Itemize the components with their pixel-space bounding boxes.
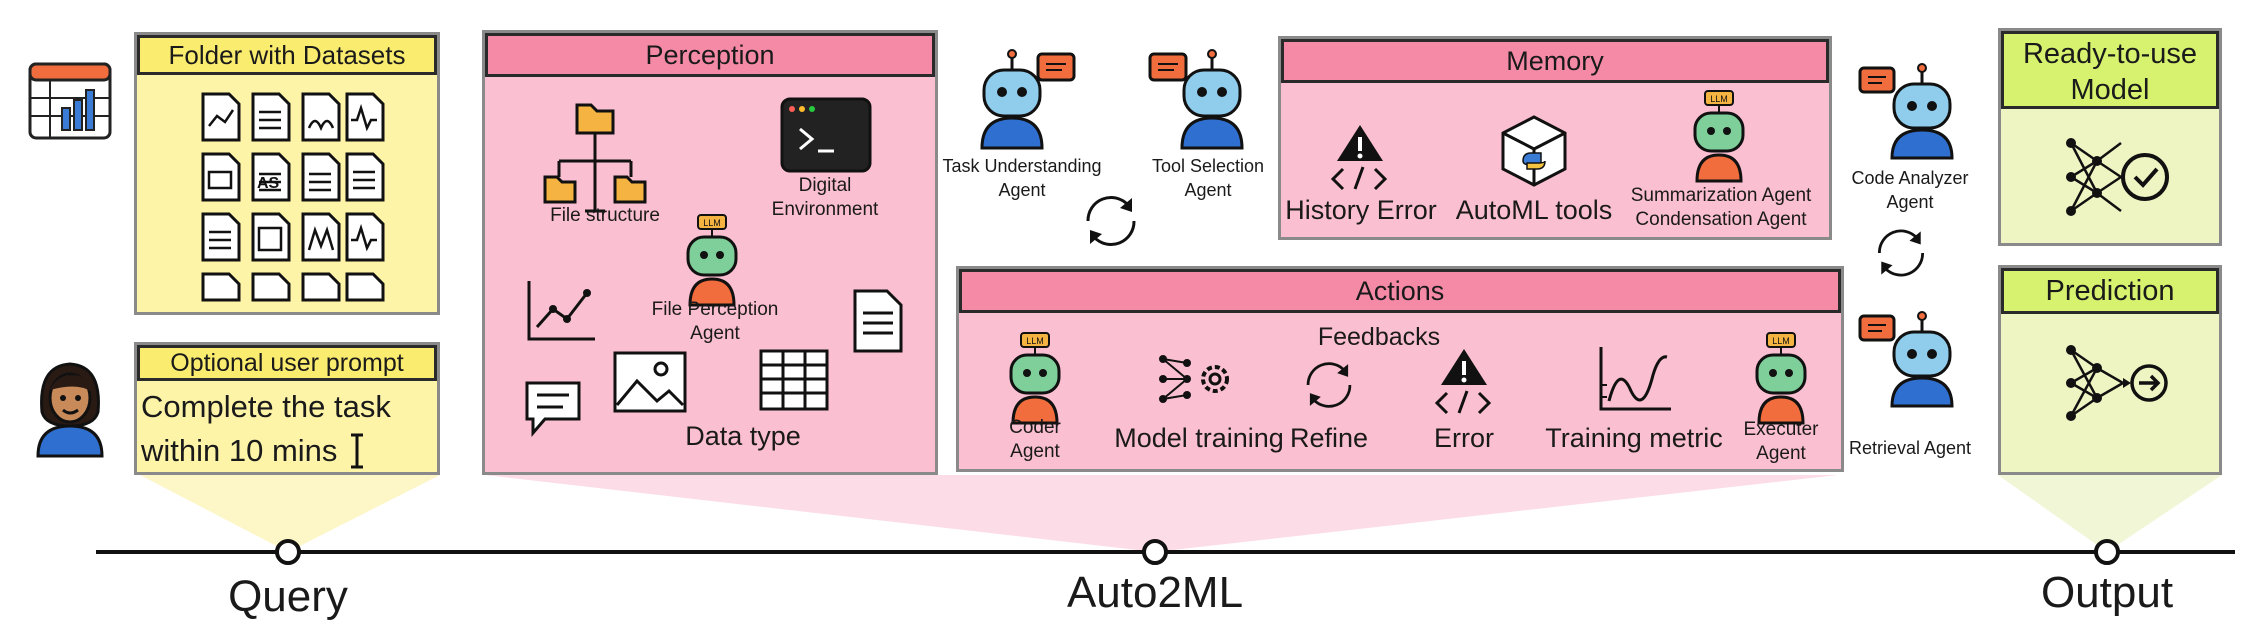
tool-selection-line-2: Agent xyxy=(1184,180,1232,200)
user-avatar xyxy=(36,362,104,458)
retrieval-robot-icon xyxy=(1858,311,1954,408)
coder-line-1: Coder xyxy=(1009,417,1061,438)
terminal-icon xyxy=(780,97,872,173)
prediction-panel: Prediction xyxy=(1998,265,2222,475)
executer-line-1: Executer xyxy=(1743,419,1819,440)
document-icon xyxy=(853,289,903,353)
prompt-panel: Optional user prompt Complete the task w… xyxy=(134,342,440,475)
cycle-arrows-icon xyxy=(1086,196,1136,246)
output-label: Output xyxy=(2040,568,2174,617)
error-label: Error xyxy=(1434,423,1494,453)
prediction-title: Prediction xyxy=(2001,268,2219,314)
code-analyzer-line-1: Code Analyzer xyxy=(1851,168,1969,188)
auto2ml-node xyxy=(1142,539,1168,565)
model-training-label: Model training xyxy=(1114,423,1284,453)
file-perception-line-1: File Perception xyxy=(651,299,779,320)
file-structure-icon xyxy=(543,103,647,213)
executer-line-2: Agent xyxy=(1756,443,1806,464)
query-node xyxy=(275,539,301,565)
task-understanding-line-1: Task Understanding xyxy=(942,156,1102,176)
model-title: Ready-to-use Model xyxy=(2001,31,2219,109)
tool-selection-robot-icon xyxy=(1148,49,1244,150)
llm-badge-text: LLM xyxy=(1026,336,1044,346)
right-cycle-arrows-icon xyxy=(1877,229,1925,277)
model-title-line-1: Ready-to-use xyxy=(2022,38,2198,70)
actions-panel: Actions Feedbacks LLM Coder Agent Model … xyxy=(956,266,1844,472)
coder-robot-icon: LLM xyxy=(1009,332,1061,425)
llm-badge-text: LLM xyxy=(703,218,721,228)
file-perception-robot-icon: LLM xyxy=(686,214,738,307)
task-understanding-robot-icon xyxy=(980,49,1076,150)
digital-env-line-2: Environment xyxy=(771,199,879,220)
file-structure-label: File structure xyxy=(550,205,660,226)
prompt-title: Optional user prompt xyxy=(137,345,437,381)
memory-title: Memory xyxy=(1281,39,1829,83)
training-metric-label: Training metric xyxy=(1545,423,1723,453)
code-analyzer-line-2: Agent xyxy=(1886,192,1934,212)
task-understanding-line-2: Agent xyxy=(998,180,1046,200)
model-panel: Ready-to-use Model xyxy=(1998,28,2222,246)
error-icon xyxy=(1434,349,1492,415)
auto2ml-projection xyxy=(485,475,1838,552)
executer-robot-icon: LLM xyxy=(1755,332,1807,425)
neural-network-check-icon xyxy=(2066,138,2169,216)
automl-tools-icon xyxy=(1501,115,1567,187)
feedbacks-label: Feedbacks xyxy=(1317,323,1441,351)
image-icon xyxy=(613,351,687,413)
refine-icon xyxy=(1306,362,1352,408)
text-cursor-icon xyxy=(351,433,363,469)
svg-text:AS: AS xyxy=(257,175,280,192)
history-error-label: History Error xyxy=(1285,195,1437,225)
automl-tools-label: AutoML tools xyxy=(1455,195,1613,225)
coder-line-2: Agent xyxy=(1010,441,1060,462)
output-projection xyxy=(1998,475,2222,552)
folder-panel: Folder with Datasets AS xyxy=(134,32,440,315)
model-training-icon xyxy=(1159,355,1229,403)
history-error-icon xyxy=(1330,125,1388,191)
llm-badge-text: LLM xyxy=(1710,94,1728,104)
perception-panel: Perception File structure Digital Enviro… xyxy=(482,30,938,475)
prediction-network-icon xyxy=(2066,345,2168,421)
memory-panel: Memory History Error AutoML tools LLM Su… xyxy=(1278,36,1832,240)
summarization-line-2: Condensation Agent xyxy=(1635,209,1807,230)
auto2ml-label: Auto2ML xyxy=(1066,568,1244,617)
model-title-line-2: Model xyxy=(2070,74,2150,106)
code-analyzer-robot-icon xyxy=(1858,63,1954,160)
query-label: Query xyxy=(228,572,348,621)
folder-title: Folder with Datasets xyxy=(137,35,437,75)
refine-label: Refine xyxy=(1289,423,1369,453)
output-node xyxy=(2094,539,2120,565)
tool-selection-line-1: Tool Selection xyxy=(1151,156,1265,176)
actions-title: Actions xyxy=(959,269,1841,313)
data-type-label: Data type xyxy=(685,421,801,451)
spreadsheet-icon xyxy=(28,62,112,140)
training-metric-icon xyxy=(1599,347,1671,411)
chat-icon xyxy=(525,381,581,438)
summarization-robot-icon: LLM xyxy=(1693,90,1745,183)
line-chart-icon xyxy=(527,281,595,341)
query-projection xyxy=(140,475,440,552)
perception-title: Perception xyxy=(485,33,935,77)
prompt-line-1: Complete the task xyxy=(141,389,391,424)
summarization-line-1: Summarization Agent xyxy=(1630,185,1812,206)
prompt-line-2: within 10 mins xyxy=(141,433,338,468)
llm-badge-text: LLM xyxy=(1772,336,1790,346)
file-perception-line-2: Agent xyxy=(690,323,740,344)
digital-env-line-1: Digital xyxy=(798,175,852,196)
table-icon xyxy=(759,349,829,411)
dataset-files-icon: AS xyxy=(201,92,385,302)
retrieval-label: Retrieval Agent xyxy=(1848,438,1972,458)
